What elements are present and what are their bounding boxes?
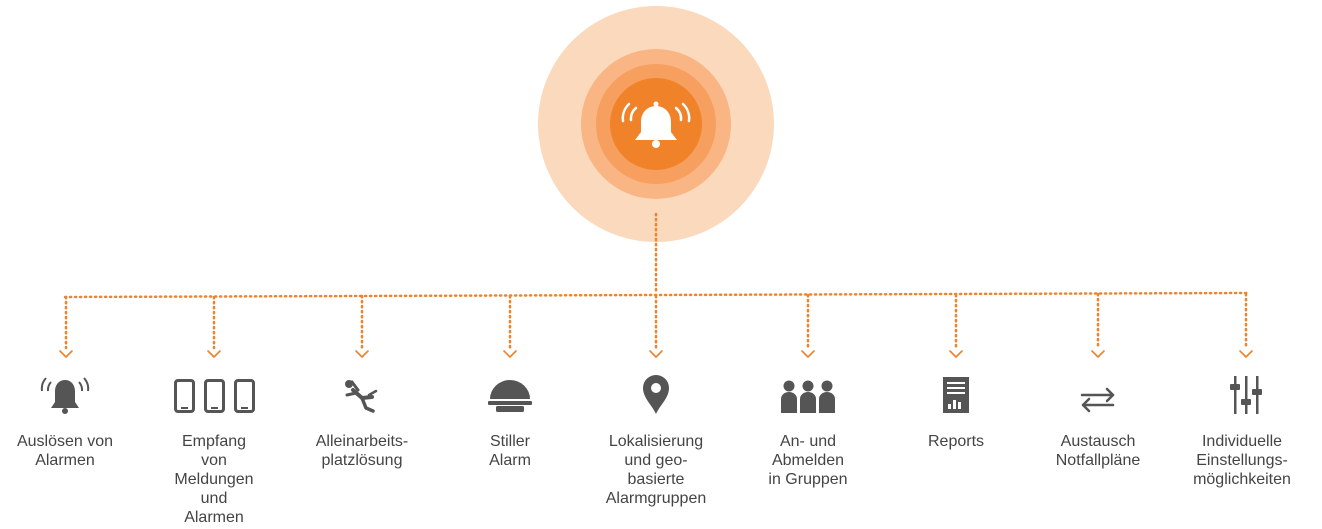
feature-label-gruppen: An- und Abmelden in Gruppen: [768, 433, 848, 488]
mobile-devices-icon: [174, 379, 255, 413]
feature-label-reports: Reports: [927, 433, 985, 450]
feature-label-auslosen: Auslösen von Alarmen: [16, 433, 114, 469]
arrow-heads: [59, 350, 1253, 358]
report-icon: [943, 377, 969, 413]
connector-lines: [63, 212, 1249, 350]
feature-label-notfallplaene: Austausch Notfallpläne: [1055, 433, 1141, 469]
group-icon: [781, 380, 835, 413]
exchange-arrows-icon: [1080, 387, 1115, 413]
feature-label-einstellungen: Individuelle Einstellungs- möglichkeiten: [1193, 433, 1291, 488]
arrow-head: [1091, 350, 1105, 358]
arrow-head: [649, 350, 663, 358]
arrow-head: [355, 350, 369, 358]
arrow-head: [207, 350, 221, 358]
alarm-bell-icon: [40, 377, 90, 414]
arrow-head: [949, 350, 963, 358]
feature-label-empfang: Empfang von Meldungen und Alarmen: [174, 433, 254, 526]
settings-sliders-icon: [1230, 376, 1262, 414]
arrow-head: [503, 350, 517, 358]
silent-alarm-button-icon: [488, 380, 532, 412]
ringing-bell-icon: [621, 101, 691, 148]
falling-person-icon: [345, 380, 378, 413]
arrow-head: [801, 350, 815, 358]
feature-label-stiller-alarm: Stiller Alarm: [489, 433, 531, 469]
feature-label-alleinarbeit: Alleinarbeits- platzlösung: [315, 433, 409, 469]
feature-label-lokalisierung: Lokalisierung und geo- basierte Alarmgru…: [605, 433, 707, 507]
arrow-head: [59, 350, 73, 358]
arrow-head: [1239, 350, 1253, 358]
location-pin-icon: [643, 375, 669, 414]
